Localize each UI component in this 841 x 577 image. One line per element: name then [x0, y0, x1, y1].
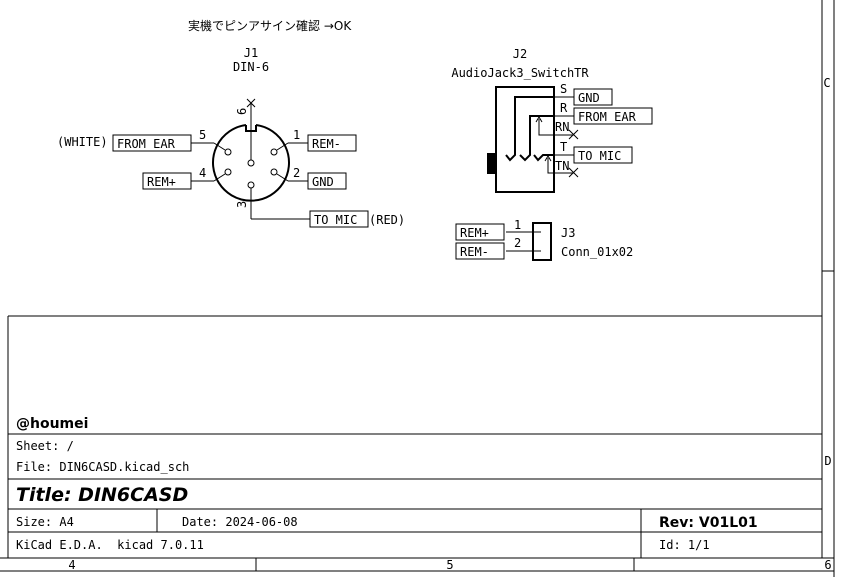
j2-reference: J2 [513, 47, 527, 61]
j2-pin-r: R [560, 101, 568, 115]
net-label-to-mic-j1[interactable]: TO_MIC [309, 210, 369, 228]
column-marker-4: 4 [68, 558, 75, 572]
net-label-gnd-j2[interactable]: GND [573, 88, 613, 106]
svg-text:REM-: REM- [312, 137, 341, 151]
sheet-revision: Rev: V01L01 [659, 515, 758, 531]
net-label-to-mic-j2[interactable]: TO_MIC [573, 146, 633, 164]
svg-text:REM+: REM+ [147, 175, 176, 189]
wire-color-red: (RED) [369, 213, 405, 227]
j1-pin5-number: 5 [199, 128, 206, 142]
jack-sleeve-block [487, 153, 496, 174]
svg-text:TO_MIC: TO_MIC [314, 213, 357, 227]
svg-text:REM+: REM+ [460, 226, 489, 240]
wire-color-white: (WHITE) [57, 135, 108, 149]
net-label-from-ear-j1[interactable]: FROM_EAR [112, 134, 192, 152]
svg-text:GND: GND [578, 91, 600, 105]
j2-pin-rn: RN [555, 120, 569, 134]
tool-version: KiCad E.D.A. kicad 7.0.11 [16, 538, 204, 552]
sheet-size: Size: A4 [16, 515, 74, 529]
j3-pin2-number: 2 [514, 236, 521, 250]
j2-pin-tn: TN [555, 159, 569, 173]
net-label-from-ear-j2[interactable]: FROM_EAR [573, 107, 653, 125]
file-name: File: DIN6CASD.kicad_sch [16, 460, 189, 474]
svg-text:REM-: REM- [460, 245, 489, 259]
sheet-date: Date: 2024-06-08 [182, 515, 298, 529]
jack-body [495, 86, 555, 193]
j1-value: DIN-6 [233, 60, 269, 74]
j2-audio-jack[interactable]: J2 AudioJack3_SwitchTR S R RN T TN [451, 47, 589, 193]
j1-pin6-number: 6 [235, 108, 249, 115]
j1-pin1-number: 1 [293, 128, 300, 142]
j3-value: Conn_01x02 [561, 245, 633, 259]
j3-body [532, 222, 552, 261]
j3-connector[interactable]: 1 2 J3 Conn_01x02 [506, 218, 633, 261]
company-name: @houmei [16, 416, 88, 432]
svg-text:TO_MIC: TO_MIC [578, 149, 621, 163]
net-label-rem-minus-j3[interactable]: REM- [455, 242, 505, 260]
net-label-rem-minus-j1[interactable]: REM- [307, 134, 357, 152]
svg-text:FROM_EAR: FROM_EAR [117, 137, 176, 151]
j2-pin-s: S [560, 82, 567, 96]
net-label-rem-plus-j1[interactable]: REM+ [142, 172, 192, 190]
net-label-gnd-j1[interactable]: GND [307, 172, 347, 190]
no-connect-icon [568, 129, 579, 140]
j1-pin4-number: 4 [199, 166, 206, 180]
j1-reference: J1 [244, 46, 258, 60]
j2-pin-t: T [560, 140, 567, 154]
sheet-title: Title: DIN6CASD [16, 484, 188, 506]
pin-assignment-note: 実機でピンアサイン確認 →OK [188, 18, 352, 33]
svg-text:FROM_EAR: FROM_EAR [578, 110, 637, 124]
net-label-rem-plus-j3[interactable]: REM+ [455, 223, 505, 241]
sheet-path: Sheet: / [16, 439, 74, 453]
j1-din6-connector[interactable]: J1 DIN-6 6 5 4 1 2 3 [191, 46, 310, 220]
j1-pin3-number: 3 [235, 201, 249, 208]
title-block [7, 315, 822, 558]
j2-value: AudioJack3_SwitchTR [451, 66, 589, 80]
no-connect-icon [568, 167, 579, 178]
row-marker-c: C [823, 76, 830, 90]
svg-text:GND: GND [312, 175, 334, 189]
j1-pin2-number: 2 [293, 166, 300, 180]
j3-pin1-number: 1 [514, 218, 521, 232]
row-marker-d: D [824, 454, 831, 468]
column-marker-5: 5 [446, 558, 453, 572]
no-connect-icon [246, 98, 256, 108]
sheet-id: Id: 1/1 [659, 538, 710, 552]
j3-reference: J3 [561, 226, 575, 240]
column-marker-6: 6 [824, 558, 831, 572]
